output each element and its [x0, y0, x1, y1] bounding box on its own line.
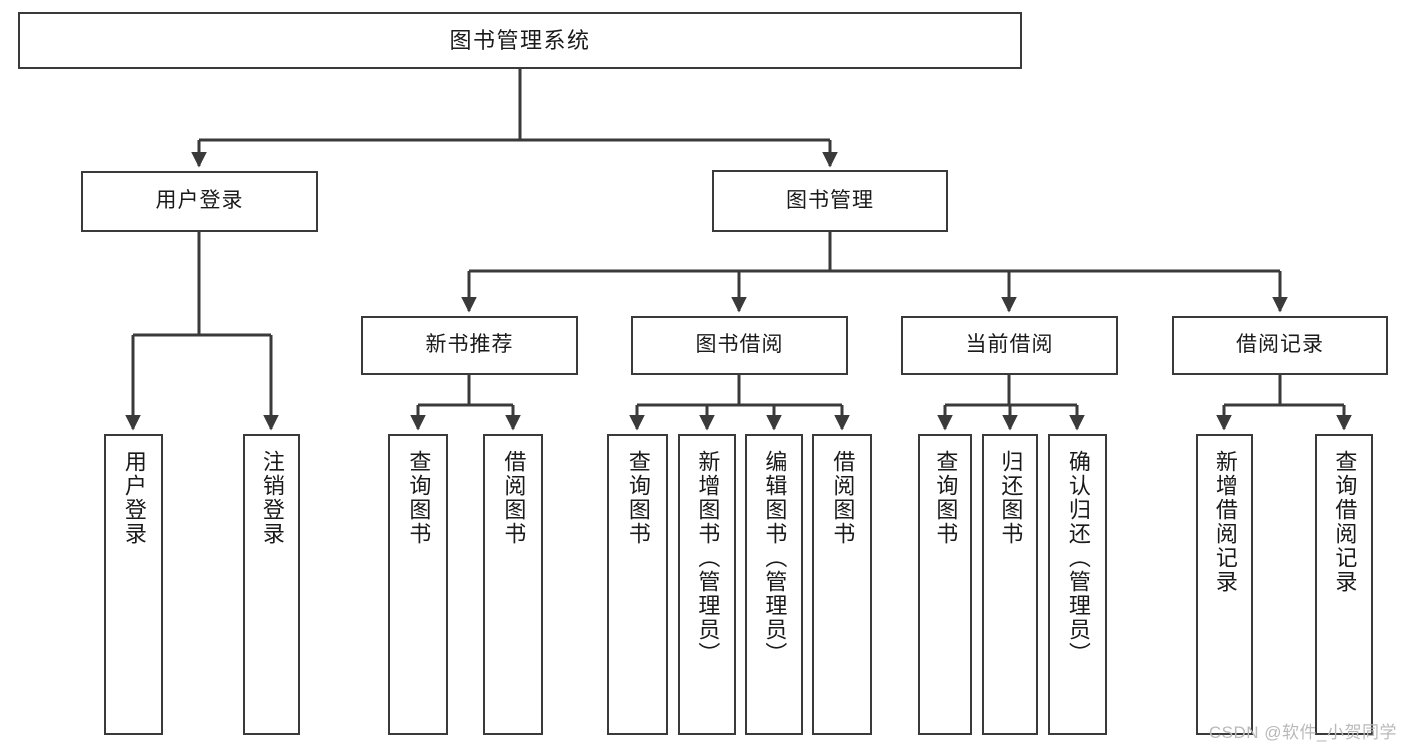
node-label: 借阅记录: [1236, 333, 1324, 357]
node-label: 查询图书: [406, 450, 432, 546]
node-label: 借阅图书: [830, 450, 856, 546]
node-leaf-confirm-return-admin[interactable]: 确认归还（管理员）: [1048, 434, 1107, 735]
node-label: 编辑图书（管理员）: [762, 450, 788, 666]
node-leaf-return-book[interactable]: 归还图书: [982, 434, 1038, 735]
node-leaf-edit-book-admin[interactable]: 编辑图书（管理员）: [745, 434, 803, 735]
node-label: 查询图书: [933, 450, 959, 546]
node-label: 用户登录: [121, 450, 147, 546]
node-borrowing-record[interactable]: 借阅记录: [1172, 316, 1388, 375]
node-label: 用户登录: [155, 189, 244, 213]
node-label: 查询借阅记录: [1332, 450, 1358, 594]
node-label: 当前借阅: [965, 333, 1054, 357]
node-new-book-recommendation[interactable]: 新书推荐: [361, 316, 578, 375]
node-leaf-query-book-recommendation[interactable]: 查询图书: [388, 434, 448, 735]
node-label: 查询图书: [625, 450, 651, 546]
node-leaf-add-borrowing-record[interactable]: 新增借阅记录: [1196, 434, 1253, 735]
node-leaf-add-book-admin[interactable]: 新增图书（管理员）: [678, 434, 736, 735]
node-user-login[interactable]: 用户登录: [81, 171, 318, 232]
node-label: 新书推荐: [425, 333, 514, 357]
node-label: 新增图书（管理员）: [695, 450, 721, 666]
node-label: 图书管理系统: [449, 27, 591, 53]
node-label: 借阅图书: [501, 450, 527, 546]
node-leaf-borrow-book-recommendation[interactable]: 借阅图书: [483, 434, 543, 735]
node-leaf-borrow-book[interactable]: 借阅图书: [812, 434, 872, 735]
node-leaf-query-book-current[interactable]: 查询图书: [918, 434, 972, 735]
node-leaf-logout[interactable]: 注销登录: [243, 434, 300, 735]
node-label: 注销登录: [259, 450, 285, 546]
node-leaf-query-book-borrowing[interactable]: 查询图书: [607, 434, 668, 735]
watermark: CSDN @软件_小贺同学: [1208, 723, 1397, 742]
node-leaf-user-login[interactable]: 用户登录: [104, 434, 163, 735]
node-book-management-system[interactable]: 图书管理系统: [18, 12, 1022, 69]
node-book-management[interactable]: 图书管理: [712, 170, 948, 232]
node-label: 图书借阅: [695, 333, 784, 357]
node-book-borrowing[interactable]: 图书借阅: [631, 316, 848, 375]
node-label: 新增借阅记录: [1212, 450, 1238, 594]
node-label: 确认归还（管理员）: [1065, 450, 1091, 666]
node-current-borrowing[interactable]: 当前借阅: [901, 316, 1118, 375]
node-label: 图书管理: [786, 188, 874, 212]
node-label: 归还图书: [998, 450, 1024, 546]
node-leaf-query-borrowing-record[interactable]: 查询借阅记录: [1315, 434, 1373, 735]
